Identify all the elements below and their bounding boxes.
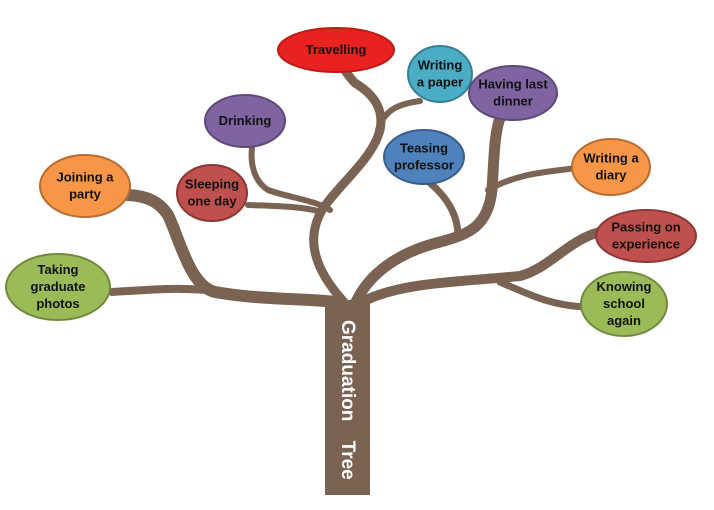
node-label-line: diary — [595, 168, 627, 183]
node-drinking: Drinking — [204, 94, 286, 148]
branch-to-knowing-school — [496, 278, 588, 311]
node-travelling: Travelling — [277, 27, 395, 73]
node-sleeping-one-day: Sleeping one day — [176, 164, 248, 222]
svg-text:Travelling: Travelling — [306, 42, 367, 57]
branch-center-main — [309, 61, 386, 307]
branch-right-main — [350, 112, 506, 308]
node-label-line: Drinking — [219, 113, 272, 128]
branch-lower-right — [357, 227, 605, 307]
node-label-line: Passing on — [611, 220, 680, 235]
node-knowing-school-again: Knowing school again — [580, 271, 668, 337]
node-joining-a-party: Joining a party — [39, 154, 131, 218]
node-label-line: Having last — [478, 77, 548, 92]
node-label-line: Joining a — [56, 170, 114, 185]
node-label-line: Teasing — [400, 141, 448, 156]
node-having-last-dinner: Having last dinner — [468, 65, 558, 121]
node-passing-on-experience: Passing on experience — [595, 209, 697, 263]
node-label-line: school — [603, 296, 645, 311]
node-label-line: party — [69, 187, 102, 202]
branch-left-main — [122, 189, 342, 308]
node-label-line: professor — [394, 158, 454, 173]
trunk-label: Graduation Tree — [337, 320, 358, 480]
branch-to-writing-paper — [375, 98, 423, 133]
node-teasing-professor: Teasing professor — [383, 129, 465, 185]
svg-text:Drinking: Drinking — [219, 113, 272, 128]
trunk-label-word2: Tree — [337, 441, 358, 480]
node-label-line: Knowing — [597, 279, 652, 294]
node-writing-a-diary: Writing a diary — [571, 138, 651, 196]
node-writing-a-paper: Writing a paper — [407, 45, 473, 103]
node-taking-graduate-photos: Taking graduate photos — [5, 253, 111, 321]
branch-to-drinking — [248, 145, 333, 213]
node-label-line: Sleeping — [185, 177, 239, 192]
node-label-line: again — [607, 313, 641, 328]
branch-to-writing-diary — [485, 165, 579, 193]
branch-to-sleeping — [245, 202, 325, 215]
node-label-line: Travelling — [306, 42, 367, 57]
tree-trunk — [325, 300, 370, 495]
node-label-line: Writing — [418, 58, 463, 73]
branch-to-teasing — [426, 179, 462, 240]
node-label-line: a paper — [417, 75, 463, 90]
node-label-line: graduate — [31, 279, 86, 294]
node-label-line: photos — [36, 296, 79, 311]
node-label-line: dinner — [493, 94, 533, 109]
branches — [108, 61, 605, 311]
node-label-line: Writing a — [583, 151, 639, 166]
node-label-line: Taking — [38, 262, 79, 277]
node-label-line: one day — [187, 194, 237, 209]
branch-to-taking-photos — [108, 284, 230, 296]
trunk-label-word1: Graduation — [337, 320, 358, 421]
node-label-line: experience — [612, 237, 680, 252]
